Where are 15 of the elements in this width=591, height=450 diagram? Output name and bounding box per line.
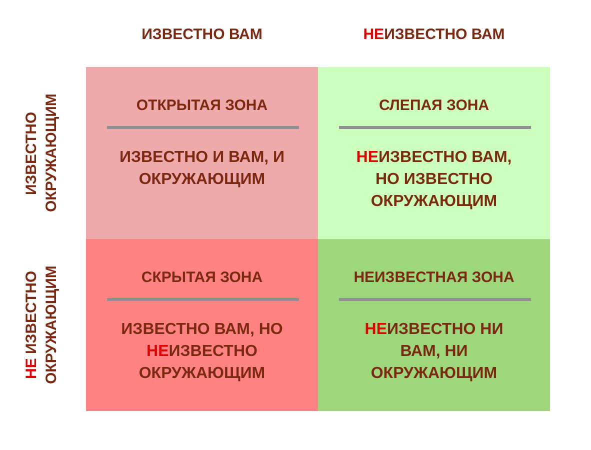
quadrant-heading: ОТКРЫТАЯ ЗОНА <box>135 97 269 114</box>
quadrant-panel <box>86 239 318 411</box>
quadrant-description: НЕИЗВЕСТНО НИ ВАМ, НИ ОКРУЖАЮЩИМ <box>364 320 504 384</box>
column-header: НЕИЗВЕСТНО ВАМ <box>362 26 506 43</box>
quadrant-panel <box>318 239 550 411</box>
quadrant-heading: СКРЫТАЯ ЗОНА <box>140 269 264 286</box>
quadrant-description: ИЗВЕСТНО И ВАМ, И ОКРУЖАЮЩИМ <box>118 148 286 190</box>
column-header: ИЗВЕСТНО ВАМ <box>140 26 264 43</box>
quadrant-panel <box>318 67 550 239</box>
quadrant-heading: СЛЕПАЯ ЗОНА <box>378 97 490 114</box>
row-header: ИЗВЕСТНО ОКРУЖАЮЩИМ <box>22 92 61 214</box>
quadrant-description: НЕИЗВЕСТНО ВАМ, НО ИЗВЕСТНО ОКРУЖАЮЩИМ <box>355 148 513 212</box>
quadrant-description: ИЗВЕСТНО ВАМ, НО НЕИЗВЕСТНО ОКРУЖАЮЩИМ <box>120 320 284 384</box>
quadrant-heading: НЕИЗВЕСТНАЯ ЗОНА <box>352 269 516 286</box>
quadrant-panel <box>86 67 318 239</box>
